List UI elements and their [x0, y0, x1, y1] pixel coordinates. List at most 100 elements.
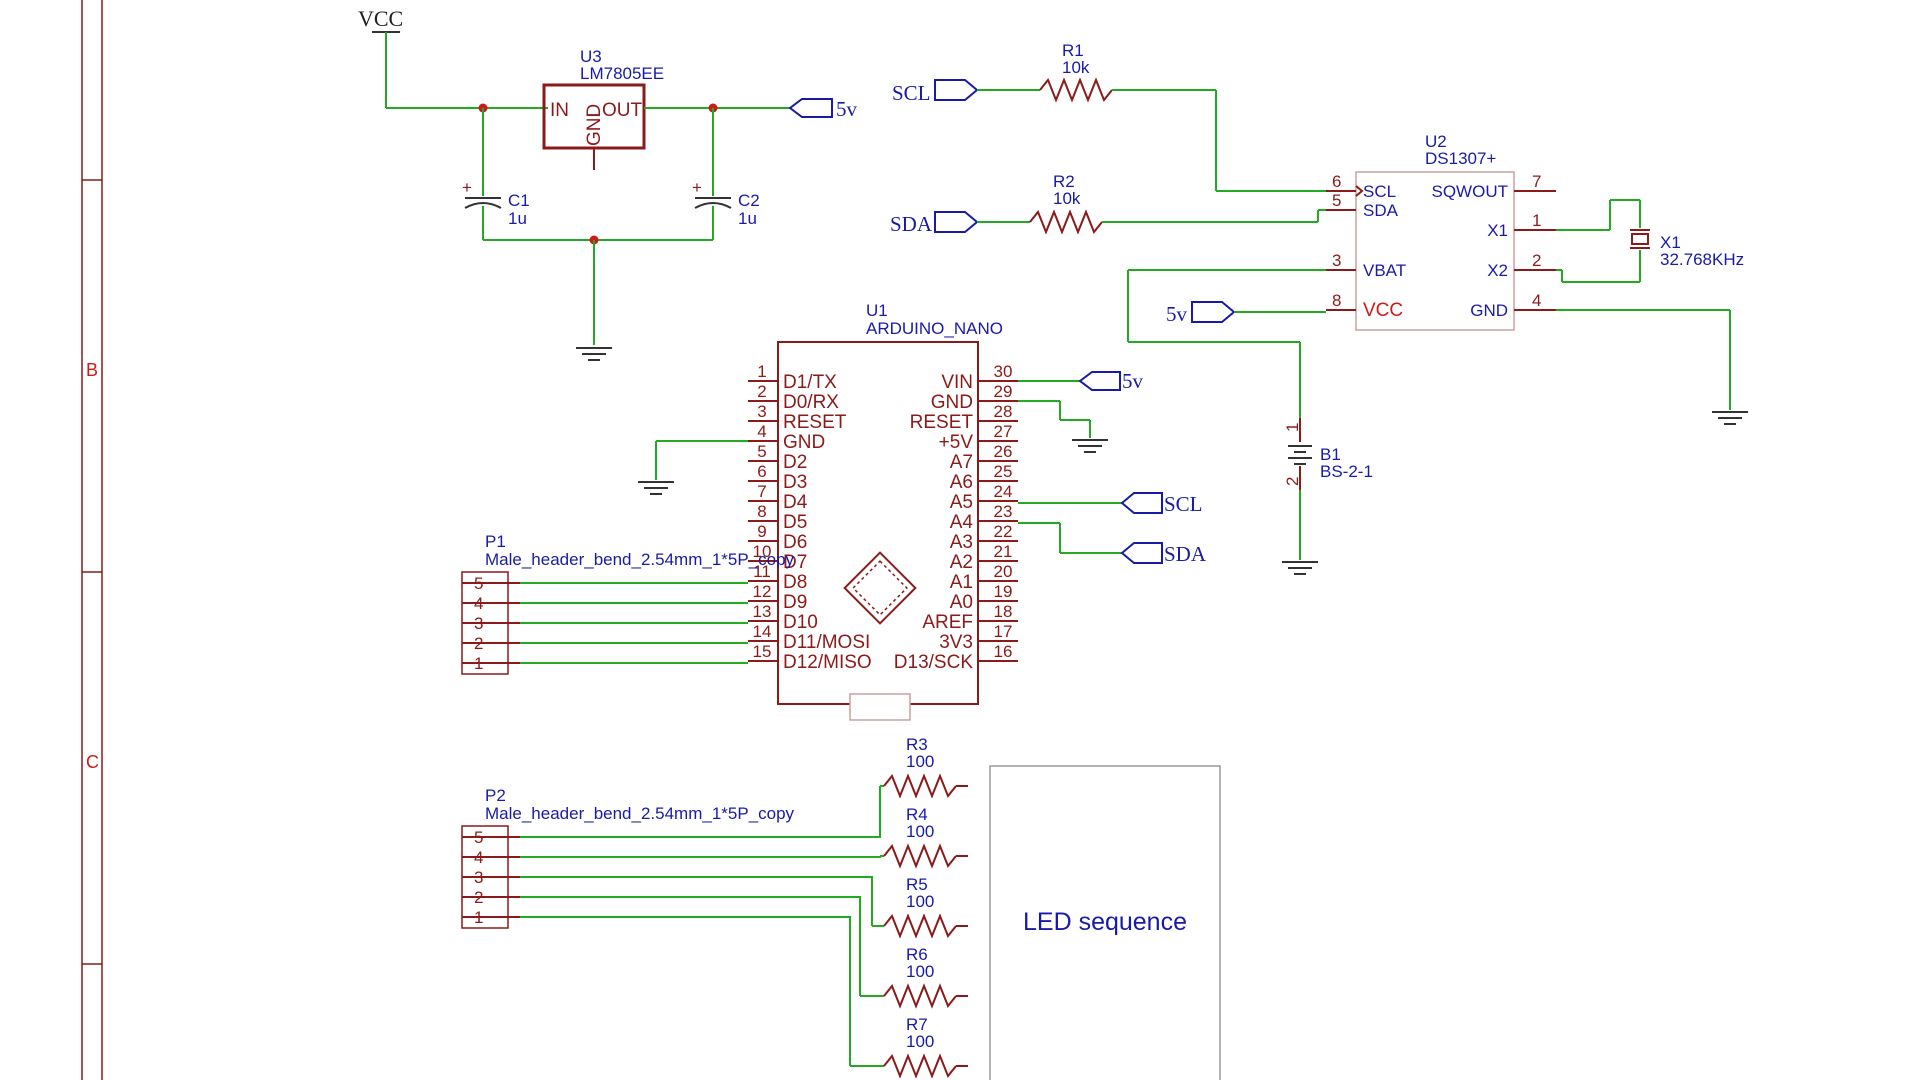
r5-value: 100 — [906, 892, 934, 911]
u3-value: LM7805EE — [580, 64, 664, 83]
sda-flag-rtc — [934, 211, 979, 233]
u1-left-pin-name: D5 — [783, 512, 807, 533]
r1-resistor[interactable] — [1039, 77, 1113, 103]
u1-left-pins: 1D1/TX2D0/RX3RESET4GND5D26D37D48D59D610D… — [748, 362, 872, 673]
u2-pin-vbat: VBAT — [1363, 261, 1406, 280]
u1-right-pin-name: A0 — [950, 592, 973, 613]
p1-header-section: P1 Male_header_bend_2.54mm_1*5P_copy 543… — [461, 532, 795, 675]
x1-crystal[interactable] — [1630, 229, 1650, 249]
u1-left-pin-name: GND — [783, 432, 825, 453]
led-sequence-block[interactable]: LED sequence — [989, 765, 1221, 1080]
u1-right-pin-name: A1 — [950, 572, 973, 593]
p1-pin-num: 4 — [474, 594, 483, 613]
ground-symbol-nano-right — [1072, 439, 1108, 453]
u3-ref: U3 — [580, 47, 602, 66]
five-v-flag-regulator — [788, 98, 833, 118]
u1-left-pin-name: D1/TX — [783, 372, 837, 393]
scl-label-nano: SCL — [1164, 492, 1203, 516]
c2-value: 1u — [738, 209, 757, 228]
b1-value: BS-2-1 — [1320, 462, 1373, 481]
u1-right-pin-num: 17 — [994, 622, 1013, 641]
u1-right-pin-name: +5V — [939, 432, 974, 453]
u1-right-pin-num: 24 — [994, 482, 1013, 501]
u2-pin-sqwout: SQWOUT — [1432, 182, 1509, 201]
c1-value: 1u — [508, 209, 527, 228]
r7-value: 100 — [906, 1032, 934, 1051]
b1-battery[interactable] — [1288, 418, 1312, 490]
p1-pin-num: 3 — [474, 614, 483, 633]
r6-value: 100 — [906, 962, 934, 981]
p1-pin-num: 2 — [474, 634, 483, 653]
x1-ref: X1 — [1660, 233, 1681, 252]
zone-label-c: C — [86, 752, 99, 772]
r4-resistor[interactable] — [883, 843, 957, 869]
b1-pin2: 2 — [1283, 477, 1302, 486]
u1-left-pin-num: 5 — [757, 442, 766, 461]
u1-left-pin-num: 7 — [757, 482, 766, 501]
u1-left-pin-num: 6 — [757, 462, 766, 481]
u2-pin2-num: 2 — [1532, 251, 1541, 270]
r7-ref: R7 — [906, 1015, 928, 1034]
scl-label-rtc: SCL — [892, 81, 931, 105]
p2-pin-num: 4 — [474, 848, 483, 867]
r2-resistor[interactable] — [1029, 209, 1103, 235]
sda-flag-nano — [1120, 542, 1163, 564]
u1-right-pin-num: 23 — [994, 502, 1013, 521]
r4-value: 100 — [906, 822, 934, 841]
u1-left-pin-name: D0/RX — [783, 392, 839, 413]
u1-right-pin-num: 27 — [994, 422, 1013, 441]
led-sequence-label: LED sequence — [1023, 908, 1187, 936]
u1-left-pin-num: 15 — [753, 642, 772, 661]
u1-right-pin-num: 30 — [994, 362, 1013, 381]
c2-plate-bottom — [694, 202, 732, 209]
u1-right-pin-name: A2 — [950, 552, 973, 573]
ground-symbol-rtc — [1712, 411, 1748, 425]
r5-resistor[interactable] — [883, 913, 957, 939]
u1-ref: U1 — [866, 301, 888, 320]
x1-value: 32.768KHz — [1660, 250, 1744, 269]
u2-ref: U2 — [1425, 132, 1447, 151]
p1-ref: P1 — [485, 532, 506, 551]
u2-pin8-num: 8 — [1332, 291, 1341, 310]
u1-right-pin-name: A3 — [950, 532, 973, 553]
u1-right-pin-name: A5 — [950, 492, 973, 513]
u2-pin-scl: SCL — [1363, 182, 1396, 201]
u1-right-pin-name: A7 — [950, 452, 973, 473]
b1-ref: B1 — [1320, 445, 1341, 464]
u1-right-pin-name: A4 — [950, 512, 974, 533]
u1-left-pin-name: D12/MISO — [783, 652, 872, 673]
arduino-nano-section: U1 ARDUINO_NANO 1D1/TX2D0/RX3RESET4GND5D… — [638, 301, 1207, 721]
u1-right-pin-num: 28 — [994, 402, 1013, 421]
u1-left-pin-num: 10 — [753, 542, 772, 561]
u1-left-pin-num: 14 — [753, 622, 772, 641]
r3-resistor[interactable] — [883, 773, 957, 799]
zone-label-b: B — [86, 360, 98, 380]
u2-pin4-num: 4 — [1532, 291, 1541, 310]
c2-plus: + — [692, 178, 702, 197]
p2-header-section: P2 Male_header_bend_2.54mm_1*5P_copy 543… — [461, 735, 968, 1079]
u2-pin-vcc: VCC — [1363, 300, 1403, 321]
sda-label-rtc: SDA — [890, 212, 933, 236]
u1-left-pin-num: 1 — [757, 362, 766, 381]
u2-pin3-num: 3 — [1332, 251, 1341, 270]
u1-right-pin-name: RESET — [910, 412, 974, 433]
u1-left-pin-num: 8 — [757, 502, 766, 521]
u1-right-pin-name: D13/SCK — [894, 652, 974, 673]
u2-rtc-body[interactable] — [1355, 171, 1515, 331]
c1-ref: C1 — [508, 191, 530, 210]
r6-resistor[interactable] — [883, 983, 957, 1009]
u1-left-pin-num: 12 — [753, 582, 772, 601]
five-v-label-regulator: 5v — [836, 97, 858, 121]
u1-right-pin-num: 16 — [994, 642, 1013, 661]
u1-right-pin-num: 21 — [994, 542, 1013, 561]
r3-ref: R3 — [906, 735, 928, 754]
u1-left-pin-name: D10 — [783, 612, 818, 633]
rtc-section: SCL R1 10k SDA R2 10k U2 DS1307+ 6 5 3 8… — [890, 41, 1748, 575]
c1-plus: + — [462, 178, 472, 197]
b1-pin1: 1 — [1283, 423, 1302, 432]
u1-left-pin-num: 9 — [757, 522, 766, 541]
u2-pin-gnd: GND — [1470, 301, 1508, 320]
u1-left-pin-num: 2 — [757, 382, 766, 401]
r7-resistor[interactable] — [883, 1053, 957, 1079]
c2-ref: C2 — [738, 191, 760, 210]
